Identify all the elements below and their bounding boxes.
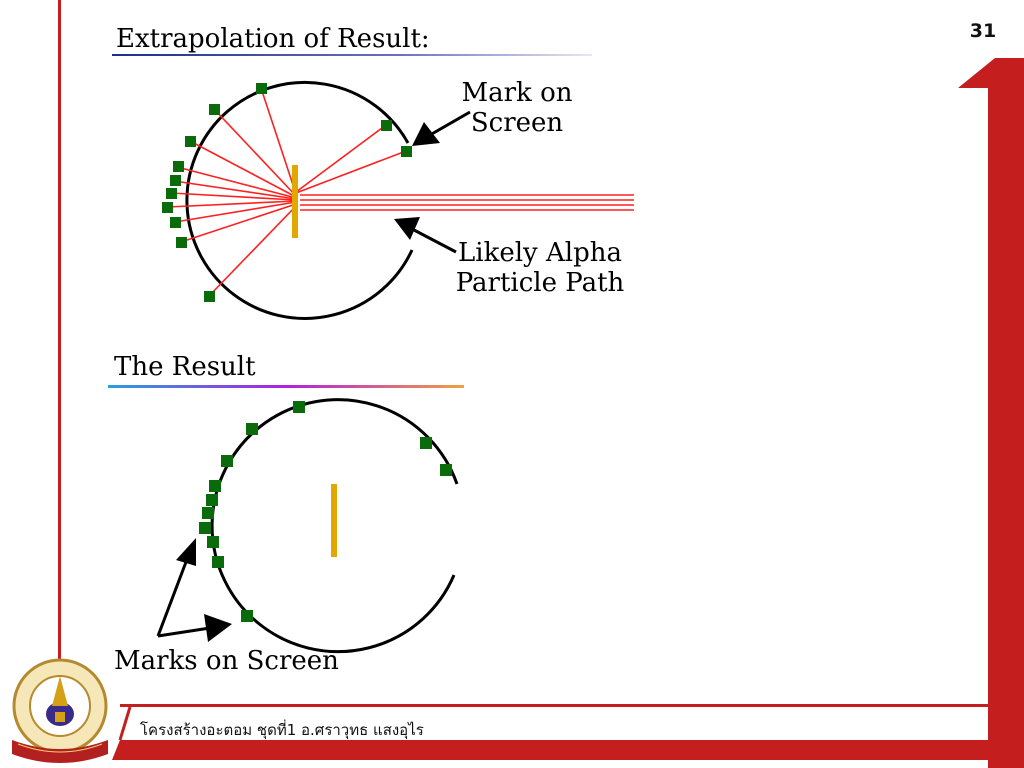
- screen-marks-1: [162, 83, 412, 302]
- mark: [221, 455, 233, 467]
- screen-circle-2: [210, 398, 459, 654]
- scattered-rays: [167, 87, 407, 297]
- bottom-border-band: [112, 740, 1024, 760]
- mark: [420, 437, 432, 449]
- title-underline-2: [108, 385, 464, 388]
- mark: [162, 202, 173, 213]
- arrow-likely-alpha: [394, 217, 457, 254]
- mark: [173, 161, 184, 172]
- mark: [241, 610, 253, 622]
- mark: [170, 217, 181, 228]
- section-title-result: The Result: [114, 352, 256, 382]
- label-likely-alpha-path: Likely Alpha Particle Path: [450, 238, 630, 298]
- mark: [206, 494, 218, 506]
- label-line: Particle Path: [455, 268, 625, 298]
- screen-marks-2: [199, 401, 452, 622]
- mark: [209, 480, 221, 492]
- mark: [185, 136, 196, 147]
- screen-circle-1: [185, 80, 414, 320]
- label-marks-on-screen: Marks on Screen: [114, 646, 339, 676]
- mark: [293, 401, 305, 413]
- mark: [170, 175, 181, 186]
- mark: [209, 104, 220, 115]
- label-mark-on-screen: Mark on Screen: [452, 78, 582, 138]
- mark: [202, 507, 214, 519]
- arrows-marks-on-screen: [156, 538, 232, 642]
- mark: [199, 522, 211, 534]
- bottom-thin-line: [120, 704, 990, 707]
- incoming-beam: [300, 194, 634, 211]
- left-border-line: [58, 0, 61, 660]
- mark: [381, 120, 392, 131]
- mark: [204, 291, 215, 302]
- mark: [246, 423, 258, 435]
- page-number: 31: [969, 20, 997, 42]
- school-logo-icon: [12, 658, 108, 763]
- arrow-mark-on-screen: [412, 110, 471, 146]
- mark: [166, 188, 177, 199]
- title-underline-1: [112, 54, 592, 56]
- gold-foil-1: [292, 165, 298, 238]
- label-line: Likely Alpha: [458, 238, 622, 268]
- mark: [207, 536, 219, 548]
- label-line: Screen: [470, 108, 564, 138]
- mark: [440, 464, 452, 476]
- gold-foil-2: [331, 484, 337, 557]
- right-border-band: [958, 58, 1024, 768]
- mark: [256, 83, 267, 94]
- section-title-extrapolation: Extrapolation of Result:: [116, 24, 430, 54]
- mark: [401, 146, 412, 157]
- mark: [212, 556, 224, 568]
- bottom-slant-line: [118, 706, 132, 741]
- label-line: Mark on: [461, 78, 573, 108]
- mark: [176, 237, 187, 248]
- footer-text: โครงสร้างอะตอม ชุดที่1 อ.ศราวุทธ แสงอุไร: [140, 721, 424, 739]
